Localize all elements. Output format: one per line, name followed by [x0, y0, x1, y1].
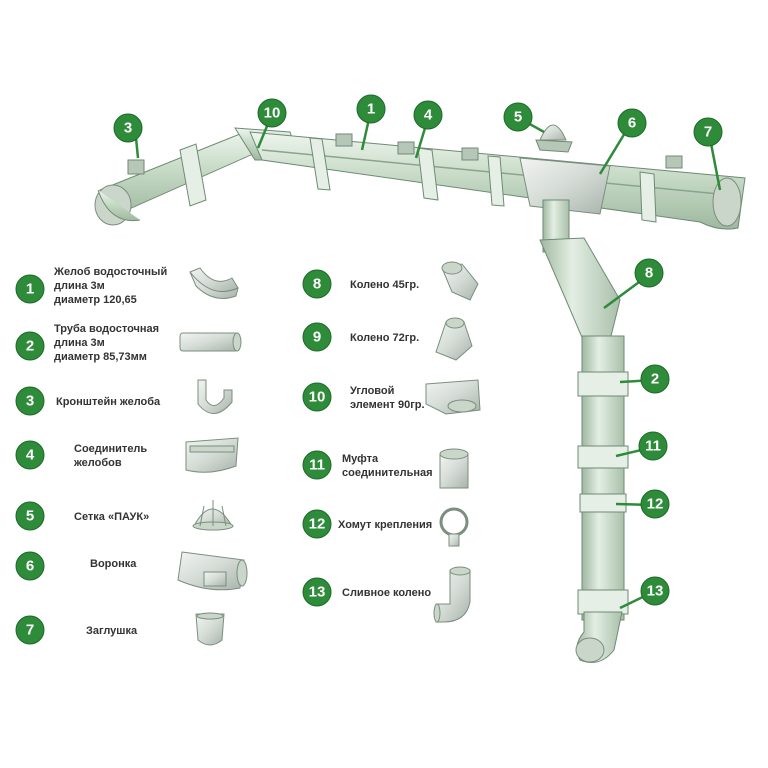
- svg-text:5: 5: [26, 508, 34, 525]
- funnel-icon: [177, 551, 248, 591]
- legend-item-12: 12 Хомут крепления: [302, 507, 469, 547]
- svg-text:диаметр 85,73мм: диаметр 85,73мм: [54, 351, 147, 363]
- svg-text:длина 3м: длина 3м: [54, 280, 105, 292]
- elbow-45-icon: [441, 261, 479, 301]
- svg-text:12: 12: [647, 496, 664, 513]
- svg-text:2: 2: [651, 371, 659, 388]
- svg-text:элемент 90гр.: элемент 90гр.: [350, 399, 425, 411]
- callout-badge-1: 1: [356, 94, 386, 124]
- svg-text:желобов: желобов: [73, 457, 122, 469]
- legend-item-4: 4 Соединитель желобов: [15, 437, 239, 473]
- svg-text:Хомут крепления: Хомут крепления: [338, 519, 432, 531]
- callout-badge-12: 12: [640, 489, 670, 519]
- svg-text:Сливное колено: Сливное колено: [342, 587, 431, 599]
- svg-text:13: 13: [309, 584, 326, 601]
- svg-text:соединительная: соединительная: [342, 467, 433, 479]
- end-cap-icon: [195, 612, 225, 646]
- svg-text:Соединитель: Соединитель: [74, 443, 147, 455]
- svg-text:12: 12: [309, 516, 326, 533]
- svg-text:1: 1: [26, 281, 34, 298]
- svg-text:1: 1: [367, 101, 375, 118]
- spider-grate-icon: [192, 500, 234, 531]
- legend-item-2: 2 Труба водосточная длина 3м диаметр 85,…: [15, 323, 242, 363]
- svg-text:длина 3м: длина 3м: [54, 337, 105, 349]
- gutter-bracket-icon: [197, 379, 233, 414]
- legend-item-10: 10 Угловой элемент 90гр.: [302, 379, 481, 415]
- svg-text:диаметр 120,65: диаметр 120,65: [54, 294, 137, 306]
- svg-text:8: 8: [313, 276, 321, 293]
- gutter-connector-icon: [185, 437, 239, 473]
- svg-text:Колено 45гр.: Колено 45гр.: [350, 279, 419, 291]
- svg-text:Колено 72гр.: Колено 72гр.: [350, 332, 419, 344]
- legend-item-11: 11 Муфта соединительная: [302, 448, 469, 489]
- callout-badge-11: 11: [638, 431, 668, 461]
- svg-text:10: 10: [264, 105, 281, 122]
- svg-text:Труба водосточная: Труба водосточная: [54, 323, 159, 335]
- svg-text:4: 4: [424, 107, 433, 124]
- svg-text:7: 7: [704, 124, 712, 141]
- callout-badge-8: 8: [634, 258, 664, 288]
- legend-item-6: 6 Воронка: [15, 551, 248, 591]
- corner-90-icon: [425, 379, 481, 415]
- svg-text:11: 11: [645, 438, 661, 455]
- svg-text:3: 3: [124, 120, 132, 137]
- svg-text:3: 3: [26, 393, 34, 410]
- svg-text:8: 8: [645, 265, 653, 282]
- pipe-clamp-icon: [439, 507, 469, 547]
- svg-text:10: 10: [309, 389, 326, 406]
- svg-text:Желоб водосточный: Желоб водосточный: [53, 266, 167, 278]
- pipe-coupling-icon: [439, 448, 469, 489]
- legend-item-5: 5 Сетка «ПАУК»: [15, 500, 234, 531]
- callout-badge-5: 5: [503, 102, 533, 132]
- gutter-assembly: [94, 124, 746, 663]
- callout-badge-6: 6: [617, 108, 647, 138]
- legend-item-3: 3 Кронштейн желоба: [15, 379, 233, 416]
- downpipe-icon: [179, 332, 242, 352]
- elbow-72-icon: [435, 317, 473, 361]
- svg-text:5: 5: [514, 109, 522, 126]
- callout-badge-13: 13: [640, 576, 670, 606]
- svg-text:13: 13: [647, 583, 664, 600]
- svg-text:Угловой: Угловой: [350, 385, 394, 397]
- svg-text:Муфта: Муфта: [342, 453, 379, 465]
- svg-text:4: 4: [26, 447, 35, 464]
- legend-item-8: 8 Колено 45гр.: [302, 261, 479, 301]
- callout-badge-7: 7: [693, 117, 723, 147]
- svg-text:6: 6: [628, 115, 636, 132]
- legend-item-7: 7 Заглушка: [15, 612, 225, 646]
- gutter-section-icon: [189, 267, 239, 299]
- svg-text:7: 7: [26, 622, 34, 639]
- legend-item-9: 9 Колено 72гр.: [302, 317, 473, 361]
- callout-badge-3: 3: [113, 113, 143, 143]
- drain-elbow-icon: [433, 566, 471, 623]
- svg-text:Кронштейн желоба: Кронштейн желоба: [56, 396, 161, 408]
- svg-text:9: 9: [313, 329, 321, 346]
- legend-item-1: 1 Желоб водосточный длина 3м диаметр 120…: [15, 266, 239, 306]
- svg-text:11: 11: [309, 457, 325, 474]
- callout-badge-4: 4: [413, 100, 443, 130]
- svg-text:6: 6: [26, 558, 34, 575]
- callout-badge-10: 10: [257, 98, 287, 128]
- svg-text:Сетка «ПАУК»: Сетка «ПАУК»: [74, 511, 149, 523]
- svg-text:Воронка: Воронка: [90, 558, 137, 570]
- svg-text:Заглушка: Заглушка: [86, 625, 138, 637]
- legend-item-13: 13 Сливное колено: [302, 566, 471, 623]
- callout-badge-2: 2: [640, 364, 670, 394]
- svg-text:2: 2: [26, 338, 34, 355]
